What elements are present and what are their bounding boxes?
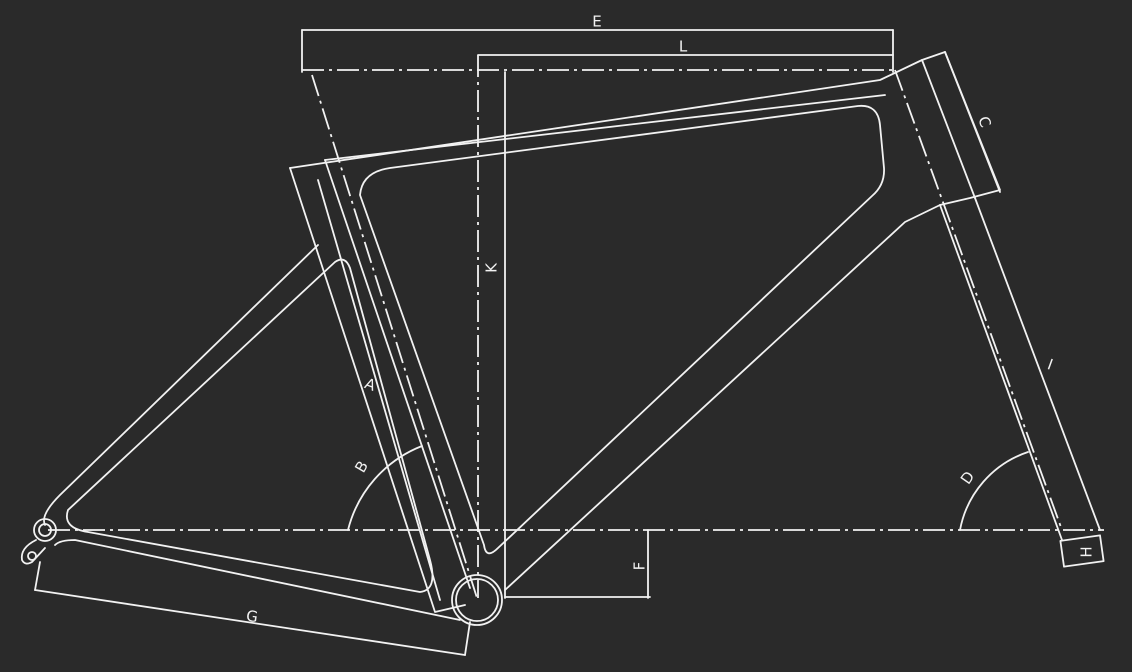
rear-dropout (33, 518, 57, 542)
label-h: H (1078, 546, 1096, 557)
label-e: E (592, 13, 601, 31)
label-l: L (679, 38, 688, 56)
centerlines (48, 55, 1104, 599)
label-a: A (362, 374, 378, 395)
label-i: I (1045, 355, 1055, 373)
down-tube (504, 204, 941, 591)
label-d: D (957, 468, 978, 488)
label-f: F (631, 562, 649, 571)
front-triangle-inner (359, 104, 885, 555)
seat-tube (289, 167, 466, 613)
dimension-labels: E L C K A B I D F G H (245, 13, 1095, 627)
seat-stay (43, 244, 319, 526)
top-tube (289, 51, 946, 169)
label-k: K (483, 262, 501, 273)
label-b: B (351, 458, 372, 476)
frame-outline (20, 51, 1101, 626)
head-tube (939, 51, 1001, 206)
seat-tube-axis (311, 74, 478, 599)
steering-axis (894, 69, 1063, 531)
label-c: C (974, 114, 995, 130)
chain-stay (54, 539, 461, 621)
dimension-lines (34, 29, 1105, 656)
label-g: G (245, 607, 259, 626)
bottom-bracket (451, 574, 503, 626)
fork (974, 197, 1101, 531)
